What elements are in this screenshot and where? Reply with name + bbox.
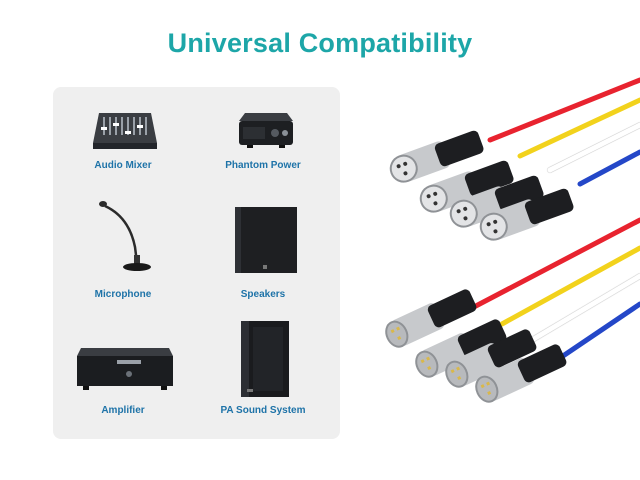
pa-speaker-icon	[241, 321, 289, 397]
speaker-icon	[235, 207, 297, 273]
device-label: Audio Mixer	[94, 160, 152, 171]
device-panel: Audio Mixer Phantom Power Microphone	[53, 87, 340, 439]
female-xlr-connectors	[389, 130, 574, 241]
male-xlr-connectors	[385, 289, 567, 403]
device-label: Speakers	[240, 289, 286, 300]
device-label: Microphone	[94, 289, 152, 300]
page-title: Universal Compatibility	[167, 28, 473, 58]
xlr-cables-image	[385, 77, 640, 403]
microphone-icon	[99, 201, 151, 271]
device-label: PA Sound System	[220, 405, 306, 416]
device-label: Phantom Power	[225, 160, 301, 171]
phantom-power-icon	[239, 113, 293, 148]
audio-mixer-icon	[93, 113, 157, 149]
device-label: Amplifier	[101, 405, 145, 416]
amplifier-icon	[77, 348, 173, 390]
